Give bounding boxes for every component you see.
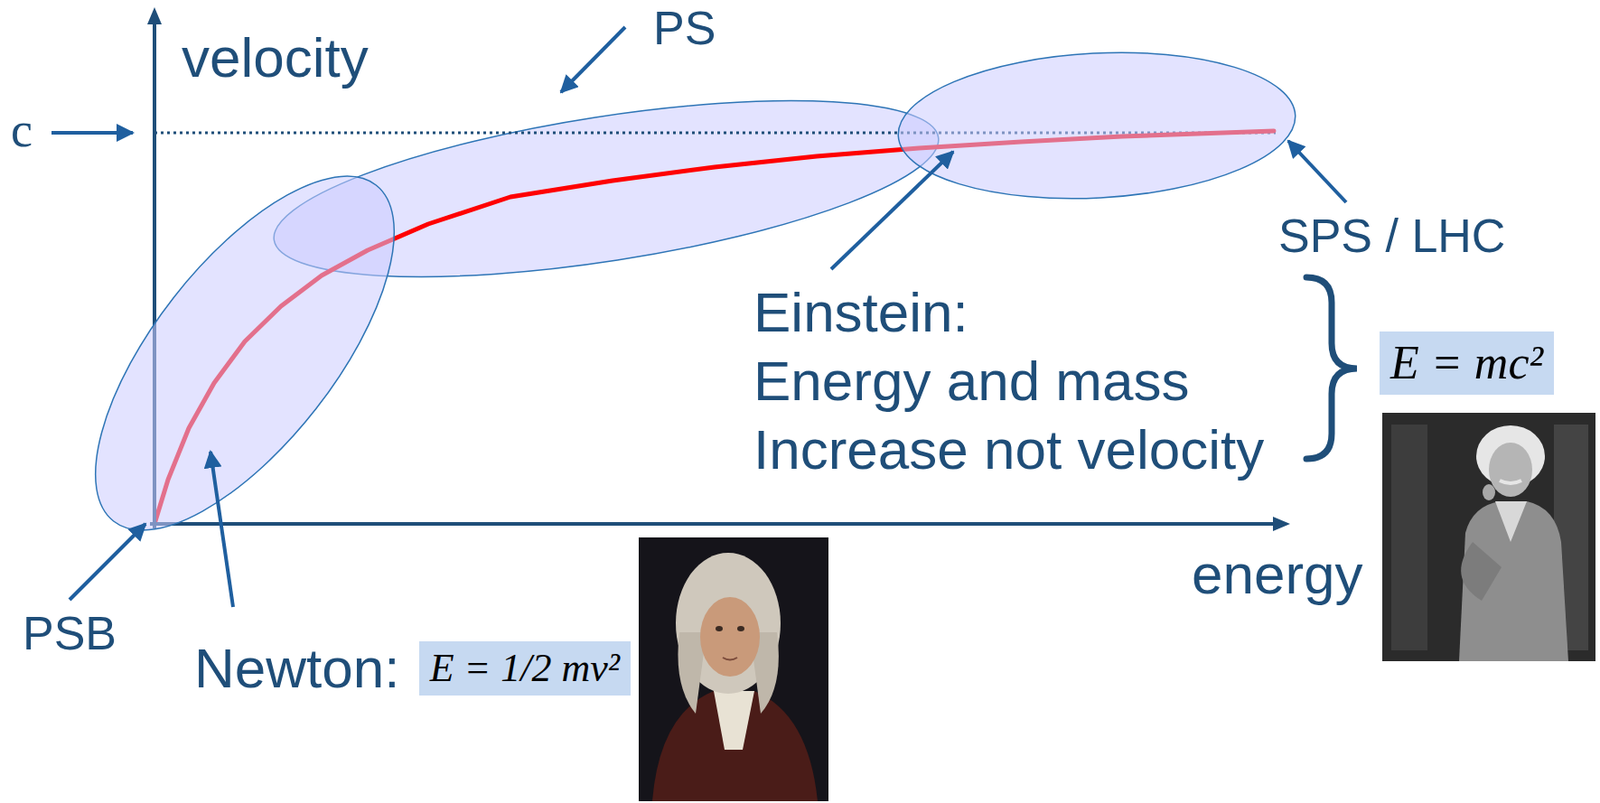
- einstein-arrow: [831, 151, 954, 270]
- machine-label: PS: [653, 1, 716, 57]
- newton-face: [700, 597, 760, 677]
- einstein-bookshelf: [1391, 424, 1428, 651]
- newton-label: Newton:: [194, 636, 400, 701]
- ps-arrow: [561, 27, 626, 93]
- brace: [1306, 277, 1357, 459]
- machine-label: SPS / LHC: [1278, 209, 1506, 264]
- newton-coat: [652, 691, 818, 802]
- psb-region: [42, 129, 448, 577]
- einstein-note: Einstein: Energy and mass Increase not v…: [753, 278, 1264, 485]
- axis-label: velocity: [181, 25, 369, 90]
- newton-formula-box: E = 1/2 mv²: [419, 641, 631, 697]
- axis-arrow-head: [147, 7, 162, 25]
- einstein-base: [1481, 661, 1554, 663]
- psb-arrow: [69, 523, 146, 600]
- einstein-sweater: [1459, 501, 1569, 662]
- sps-lhc-region: [894, 43, 1300, 209]
- einstein-arm: [1460, 542, 1502, 601]
- speed-of-light-label: c: [10, 102, 33, 159]
- machine-label: PSB: [22, 607, 117, 662]
- newton-cravat: [713, 691, 755, 750]
- newton-mouth: [722, 657, 738, 661]
- einstein-moustache: [1499, 480, 1522, 484]
- newton-eye: [715, 626, 723, 632]
- newton-arrow: [210, 451, 234, 608]
- c-arrow: [51, 130, 133, 135]
- formula-text: E = mc²: [1390, 335, 1544, 392]
- axis-arrow-head: [1272, 516, 1291, 532]
- sps-lhc-arrow: [1288, 140, 1347, 203]
- axis-label: energy: [1191, 542, 1364, 607]
- formula-text: E = 1/2 mv²: [430, 645, 620, 693]
- einstein-portrait: [1382, 412, 1596, 662]
- newton-portrait: [638, 537, 829, 802]
- einstein-formula-box: E = mc²: [1379, 331, 1554, 395]
- einstein-face: [1488, 442, 1533, 497]
- newton-eye: [737, 626, 745, 632]
- energy-axis: [149, 522, 1274, 526]
- einstein-collar: [1495, 501, 1527, 543]
- einstein-hand: [1482, 484, 1496, 501]
